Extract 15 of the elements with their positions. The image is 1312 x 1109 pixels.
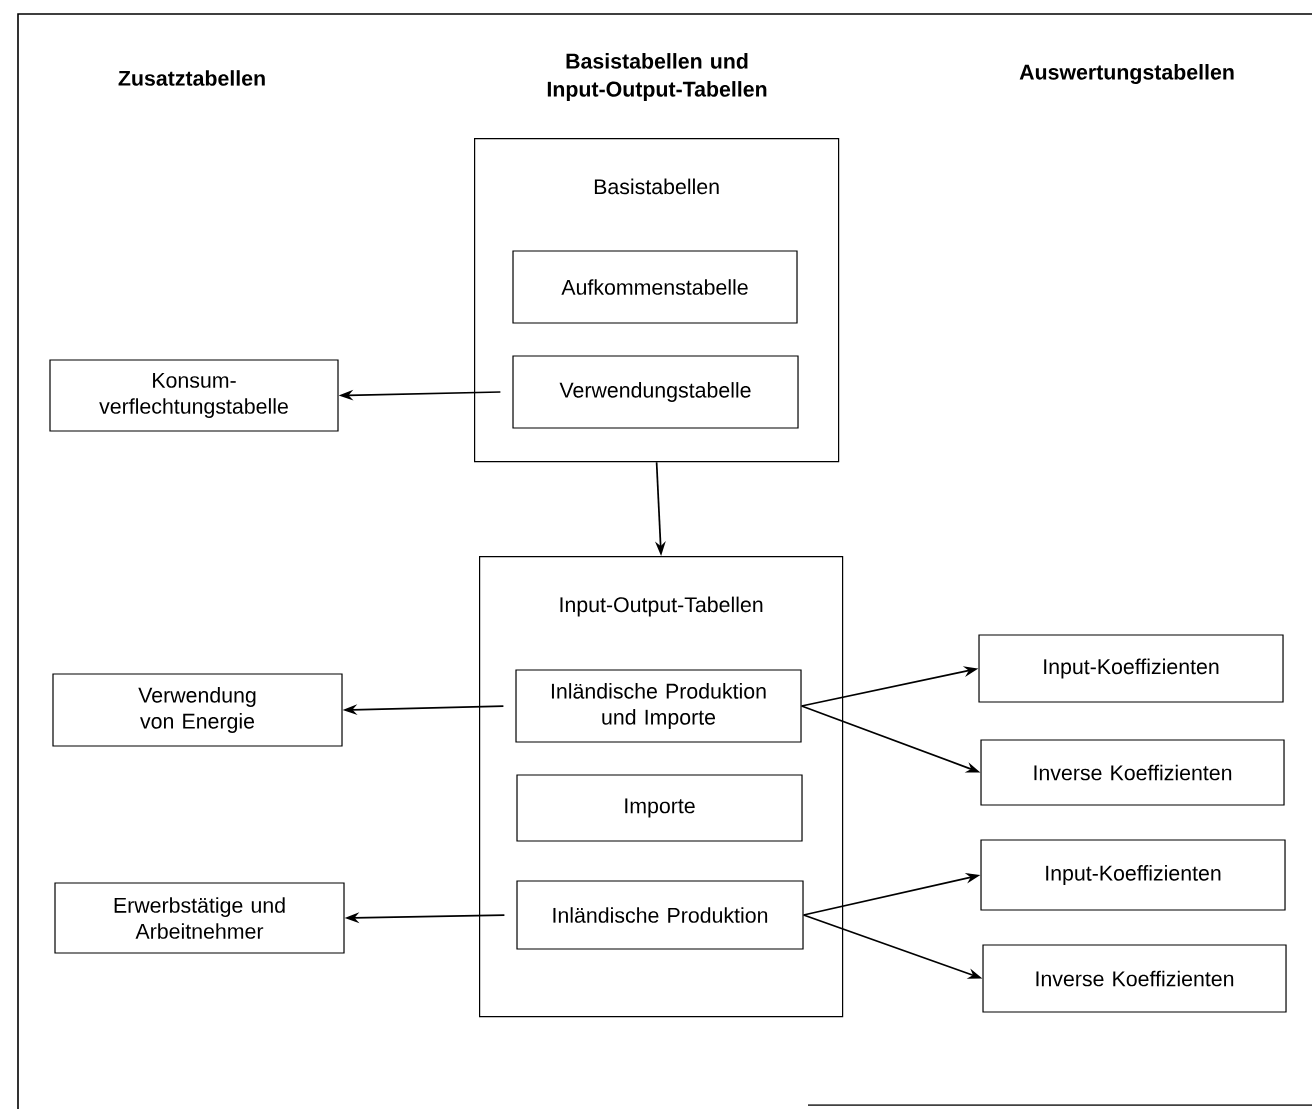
table-box: Inländische Produktion — [516, 880, 804, 950]
table-box: Importe — [516, 774, 803, 842]
table-box: Inverse Koeffizienten — [982, 944, 1287, 1013]
column-heading: Zusatztabellen — [118, 70, 265, 86]
column-heading: Basistabellen und Input-Output-Tabellen — [547, 53, 767, 101]
table-box: Verwendungstabelle — [512, 355, 799, 429]
table-box: Inländische Produktion und Importe — [515, 669, 802, 743]
table-box: Input-Koeffizienten — [978, 634, 1284, 703]
table-box: Erwerbstätige und Arbeitnehmer — [54, 882, 345, 954]
table-box: Inverse Koeffizienten — [980, 739, 1285, 806]
table-box: Input-Koeffizienten — [980, 839, 1286, 911]
table-box: Aufkommenstabelle — [512, 250, 798, 324]
column-heading: Auswertungstabellen — [1019, 64, 1234, 84]
table-box: Konsum- verflechtungstabelle — [49, 359, 339, 432]
table-box: Verwendung von Energie — [52, 673, 343, 747]
